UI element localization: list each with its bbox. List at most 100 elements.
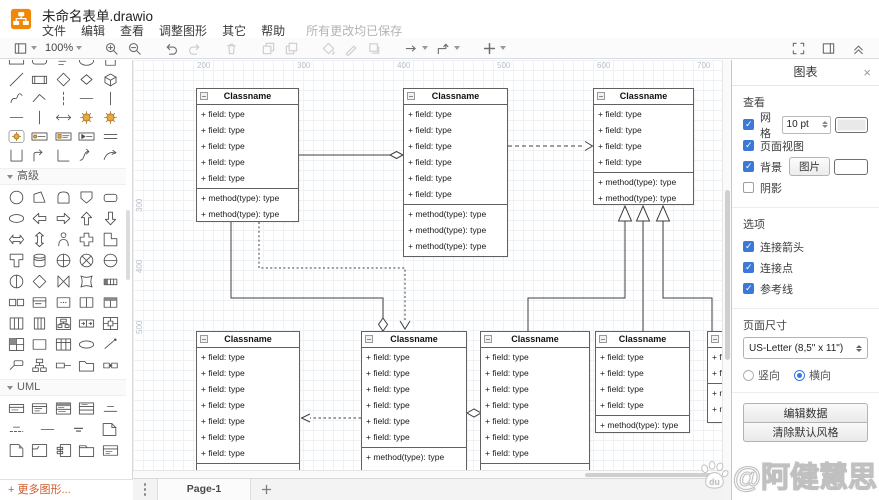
uml-component-icon[interactable] [52,441,74,460]
zigzag-icon[interactable] [5,89,27,108]
circle-cross-icon[interactable] [52,251,74,270]
corner-line-icon[interactable] [52,146,74,165]
rect-icon[interactable] [5,60,27,70]
block-arrow-down-icon[interactable] [99,209,121,228]
process-icon[interactable] [29,70,51,89]
参考线-checkbox[interactable] [743,283,754,294]
display-icon[interactable] [52,188,74,207]
to-front-button[interactable] [258,39,279,57]
play-label-shape-icon[interactable] [76,127,98,146]
block-arrow-right-icon[interactable] [52,209,74,228]
insert-button[interactable] [479,39,509,57]
folder-icon[interactable] [76,356,98,375]
wide-ellipse-icon[interactable] [76,335,98,354]
collapse-icon[interactable] [407,92,415,100]
block-arrow-up-icon[interactable] [76,209,98,228]
vertical-line-icon[interactable] [99,89,121,108]
horizontal-scrollbar-thumb[interactable] [585,472,718,477]
uml-class-box[interactable]: Classname+ field: type+ field: type+ fie… [480,331,590,470]
menu-其它[interactable]: 其它 [222,24,247,38]
bend-line-icon[interactable] [29,89,51,108]
menu-调整图形[interactable]: 调整图形 [159,24,208,38]
uml-note-icon[interactable] [99,420,121,439]
collapse-icon[interactable] [365,335,373,343]
page-size-select[interactable]: US-Letter (8,5" x 11") [743,337,868,359]
circle-icon[interactable] [5,188,27,207]
uml-line-icon[interactable] [36,420,58,439]
card-pair-icon[interactable] [5,293,27,312]
shape-section-UML[interactable]: UML [0,379,126,396]
plain-box-icon[interactable] [29,335,51,354]
dots-box-icon[interactable] [52,293,74,312]
add-page-button[interactable] [251,479,281,500]
horizontal-scrollbar[interactable] [133,470,722,478]
split-box-dark-icon[interactable] [99,293,121,312]
background-checkbox[interactable] [743,161,754,172]
menu-编辑[interactable]: 编辑 [81,24,106,38]
close-panel-button[interactable] [863,60,871,85]
zoom-level-button[interactable]: 100% [42,39,85,57]
gear-icon[interactable] [76,108,98,127]
more-shapes-button[interactable]: + 更多图形... [0,479,133,500]
delete-button[interactable] [221,39,242,57]
diagonal-dot-icon[interactable] [99,335,121,354]
shape-section-高级[interactable]: 高级 [0,168,126,185]
cube-icon[interactable] [99,70,121,89]
table-box-icon[interactable] [52,335,74,354]
concave-rect-icon[interactable] [76,272,98,291]
collapse-icon[interactable] [200,335,208,343]
thick-corner-icon[interactable] [99,230,121,249]
label-shape-icon[interactable] [29,127,51,146]
redo-button[interactable] [184,39,205,57]
split-box-icon[interactable] [76,293,98,312]
horizontal-line-icon[interactable] [5,108,27,127]
block-arrow-horizontal-icon[interactable] [5,230,27,249]
grid-box-icon[interactable] [99,314,121,333]
uml-package-icon[interactable] [76,441,98,460]
striped-bar-icon[interactable] [99,272,121,291]
block-arrow-vertical-icon[interactable] [29,230,51,249]
collapse-icon[interactable] [200,92,208,100]
gear-icon[interactable] [99,108,121,127]
container-icon[interactable] [5,146,27,165]
uml-class-box[interactable]: Classname+ field: type+ field: type+ fie… [361,331,467,470]
uml-class-icon[interactable] [5,399,27,418]
vertical-line-icon[interactable] [29,108,51,127]
uml-class-box[interactable]: Classname+ field: type+ field: type+ fie… [595,331,690,433]
drum-icon[interactable] [29,251,51,270]
circle-minus-icon[interactable] [99,251,121,270]
collapse-icon[interactable] [484,335,492,343]
step-icon[interactable] [29,188,51,207]
background-color-swatch[interactable] [834,158,868,175]
fullscreen-button[interactable] [788,40,809,58]
menu-查看[interactable]: 查看 [120,24,145,38]
undo-button[interactable] [161,39,182,57]
arrow-split-box-icon[interactable] [76,314,98,333]
clear-default-style-button[interactable]: 清除默认风格 [743,422,868,442]
grid-size-input[interactable]: 10 pt [781,115,831,134]
bent-arrow-icon[interactable] [29,146,51,165]
landscape-radio[interactable]: 横向 [794,367,831,383]
decision-icon[interactable] [52,70,74,89]
callout-line-icon[interactable] [5,356,27,375]
square-icon[interactable] [99,60,121,70]
grid-box-dark-icon[interactable] [5,335,27,354]
format-panel-toggle-button[interactable] [818,40,839,58]
uml-class-box[interactable]: Classname+ field: type+ field: type+ fie… [403,88,508,257]
uml-class-box[interactable]: Classname+ field: type+ field: type+ met… [707,331,722,423]
bidirectional-arrow-icon[interactable] [52,108,74,127]
circle-vline-icon[interactable] [5,272,27,291]
bowtie-icon[interactable] [52,272,74,291]
shadow-checkbox[interactable] [743,182,754,193]
vertical-scrollbar[interactable] [722,60,731,470]
rounded-icon[interactable] [29,60,51,70]
uml-dashed-link-icon[interactable] [5,420,27,439]
uml-class-2-icon[interactable] [29,399,51,418]
to-back-button[interactable] [281,39,302,57]
icon-label-shape-icon[interactable] [52,127,74,146]
background-image-button[interactable]: 图片 [789,157,830,176]
flat-ellipse-icon[interactable] [5,209,27,228]
grid-color-swatch[interactable] [834,116,868,133]
zoom-in-button[interactable] [101,39,122,57]
